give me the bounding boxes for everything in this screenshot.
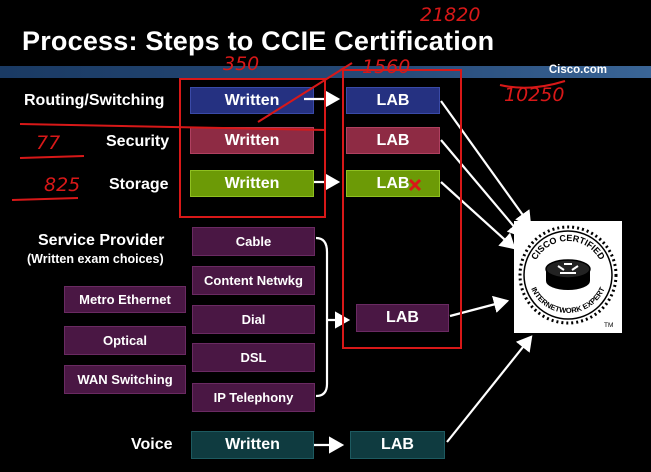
- sp-option-ip-telephony: IP Telephony: [192, 383, 315, 412]
- page-title: Process: Steps to CCIE Certification: [22, 26, 495, 56]
- voice-lab-box: LAB: [350, 431, 445, 459]
- badge-tm: TM: [604, 322, 613, 329]
- router-icon: [545, 259, 591, 290]
- ink-slash-mark: [257, 62, 353, 123]
- lab-column-outline: [342, 69, 462, 349]
- security-lab-to-badge-arrow: [440, 139, 524, 238]
- service-provider-label: Service Provider: [38, 232, 165, 249]
- storage-lab-to-badge-arrow: [440, 181, 516, 250]
- ink-total-2: 10250: [504, 84, 565, 106]
- sp-bracket: [315, 236, 329, 398]
- ink-storage-underline: [11, 197, 79, 201]
- header-bar: [0, 66, 651, 78]
- ink-underline-mark: [499, 80, 566, 89]
- security-lab-box: LAB: [346, 127, 440, 154]
- ink-storage-value: 825: [44, 174, 81, 196]
- ink-total-1: 21820: [420, 4, 481, 26]
- security-written-box: Written: [190, 127, 314, 154]
- service-provider-sublabel: (Written exam choices): [27, 252, 164, 266]
- ink-lab-col-value: 1560: [362, 56, 411, 78]
- storage-written-box: Written: [190, 170, 314, 197]
- voice-written-box: Written: [191, 431, 314, 459]
- storage-lab-box: LAB: [346, 170, 440, 197]
- rs-lab-to-badge-arrow: [440, 100, 532, 227]
- ink-security-value: 77: [36, 132, 61, 154]
- voice-lab-to-badge-arrow: [446, 335, 533, 443]
- storage-label: Storage: [109, 176, 169, 193]
- ink-x-mark: [408, 178, 422, 192]
- sp-option-metro-ethernet: Metro Ethernet: [64, 286, 186, 313]
- ink-written-col-value: 350: [223, 53, 260, 75]
- service-provider-lab-box: LAB: [356, 304, 449, 332]
- ccie-badge: CISCO CERTIFIED INTERNETWORK EXPERT TM: [514, 221, 622, 333]
- sp-option-cable: Cable: [192, 227, 315, 256]
- ink-line-under-routing: [19, 123, 327, 131]
- sp-option-wan-switching: WAN Switching: [64, 365, 186, 394]
- routing-switching-lab-box: LAB: [346, 87, 440, 114]
- sp-option-dsl: DSL: [192, 343, 315, 372]
- brand-label[interactable]: Cisco.com: [548, 64, 607, 76]
- sp-option-content-netwkg: Content Netwkg: [192, 266, 315, 295]
- sp-option-dial: Dial: [192, 305, 315, 334]
- written-column-outline: [179, 78, 326, 218]
- security-label: Security: [106, 133, 170, 150]
- ink-security-underline: [19, 155, 85, 159]
- ink-annotations: [11, 62, 566, 349]
- sp-lab-to-badge-arrow: [449, 295, 510, 318]
- sp-option-optical: Optical: [64, 326, 186, 355]
- voice-label: Voice: [131, 436, 173, 453]
- routing-switching-label: Routing/Switching: [24, 92, 165, 109]
